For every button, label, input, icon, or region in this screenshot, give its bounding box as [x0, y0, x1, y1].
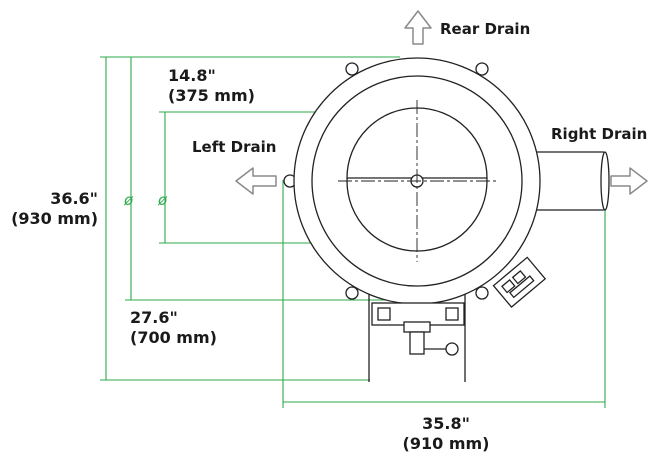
- right-drain-label: Right Drain: [551, 125, 648, 143]
- valve-stem: [409, 331, 425, 355]
- outer-diameter-inches: 27.6": [130, 308, 178, 327]
- width-mm: (910 mm): [402, 434, 490, 453]
- bolt-bottom-left: [345, 286, 359, 300]
- bracket-clamp-left: [377, 307, 391, 321]
- inner-diameter-value: 14.8" (375 mm): [168, 66, 255, 106]
- inner-diameter-mm: (375 mm): [168, 86, 255, 105]
- valve-knob: [445, 342, 459, 356]
- bolt-bottom-right: [475, 286, 489, 300]
- height-mm: (930 mm): [11, 209, 98, 228]
- rear-drain-label: Rear Drain: [440, 20, 531, 38]
- outer-diameter-mm: (700 mm): [130, 328, 217, 347]
- outer-diameter-symbol: ø: [123, 191, 134, 209]
- inner-diameter-inches: 14.8": [168, 66, 216, 85]
- width-inches: 35.8": [422, 414, 470, 433]
- bolt-top-left: [345, 62, 359, 76]
- center-lines: [338, 100, 496, 262]
- outer-diameter-value: 27.6" (700 mm): [130, 308, 217, 348]
- left-drain-label: Left Drain: [192, 138, 277, 156]
- right-drain-arrow-icon: [610, 167, 648, 195]
- rear-drain-arrow-icon: [404, 10, 432, 45]
- valve-body: [403, 321, 431, 333]
- control-box-panel: [509, 275, 535, 299]
- height-dimension-value: 36.6" (930 mm): [6, 189, 98, 229]
- height-inches: 36.6": [50, 189, 98, 208]
- drain-arrows: [235, 10, 648, 195]
- bracket-clamp-right: [445, 307, 459, 321]
- width-dimension-value: 35.8" (910 mm): [396, 414, 496, 454]
- control-box-knob-2: [511, 270, 527, 285]
- inner-diameter-symbol: ø: [157, 191, 168, 209]
- dimension-lines: [100, 56, 606, 408]
- bolt-top-right: [475, 62, 489, 76]
- machine-drawing: [283, 57, 610, 382]
- control-box-knob-1: [501, 279, 516, 294]
- control-box: [492, 256, 547, 309]
- left-drain-arrow-icon: [235, 167, 277, 195]
- right-drain-pipe-end: [600, 151, 610, 211]
